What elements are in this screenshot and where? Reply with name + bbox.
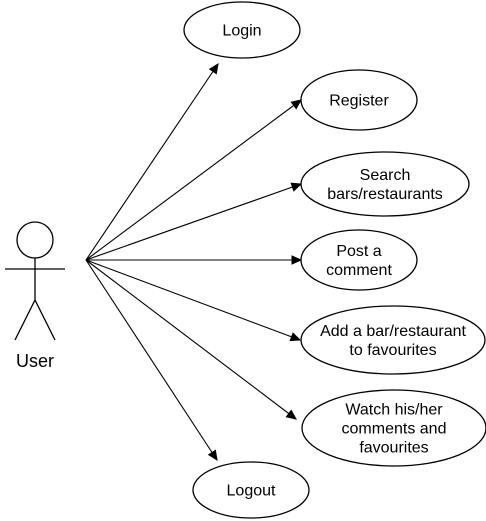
association-login (85, 63, 219, 261)
use-case-search: Search bars/restaurants (300, 151, 470, 217)
association-logout (85, 259, 218, 461)
use-case-label-line: Post a (336, 243, 381, 260)
arrowhead-logout (207, 449, 218, 462)
arrowhead-watch-comments (285, 409, 297, 420)
use-case-label-line: to favourites (349, 342, 436, 359)
use-case-register: Register (300, 69, 418, 131)
association-watch-comments (85, 259, 297, 420)
actor-label: User (16, 351, 54, 371)
use-case-label-line: bars/restaurants (327, 186, 443, 203)
use-case-ellipse (300, 229, 418, 291)
use-case-label-line: Logout (227, 483, 276, 500)
use-case-add-favourites: Add a bar/restaurant to favourites (300, 305, 486, 375)
actor-head (16, 221, 54, 259)
association-register (85, 99, 302, 261)
use-case-label-line: Watch his/her (345, 402, 443, 419)
arrowhead-login (208, 62, 219, 75)
use-case-post-comment: Post a comment (300, 229, 418, 291)
use-case-label-line: Search (360, 167, 411, 184)
association-add-favourites (85, 259, 301, 341)
use-case-ellipse (183, 1, 301, 59)
use-case-ellipse (192, 461, 310, 519)
use-case-logout: Logout (192, 461, 310, 519)
arrowhead-register (290, 99, 302, 110)
arrowhead-search (290, 182, 303, 192)
use-case-watch-comments: Watch his/her comments and favourites (301, 389, 486, 467)
arrowhead-post-comment (291, 255, 303, 265)
use-case-label-line: comments and (342, 421, 447, 438)
use-case-label-line: Register (329, 93, 389, 110)
use-case-ellipse (300, 305, 486, 375)
use-case-ellipse (300, 69, 418, 131)
use-case-label-line: comment (326, 262, 392, 279)
actor-left-leg (14, 299, 36, 341)
use-case-label-line: favourites (359, 440, 428, 457)
use-case-ellipse (300, 151, 470, 217)
association-search (85, 183, 302, 261)
use-case-label-line: Login (222, 23, 261, 40)
actor-user: User (5, 221, 65, 371)
use-case-login: Login (183, 1, 301, 59)
use-case-label-line: Add a bar/restaurant (320, 323, 466, 340)
arrowhead-add-favourites (289, 332, 302, 342)
actor-right-leg (34, 299, 56, 341)
use-case-ellipse (301, 389, 486, 467)
associations (85, 62, 303, 462)
